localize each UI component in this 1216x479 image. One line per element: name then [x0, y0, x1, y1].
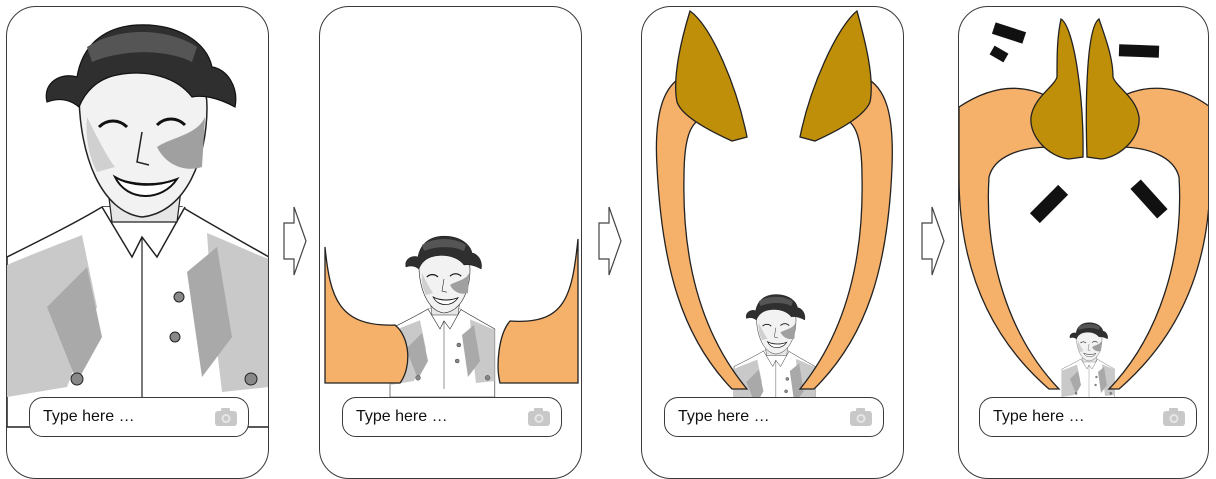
message-input[interactable]: Type here … — [664, 397, 884, 437]
phone-frame-3: Type here … — [641, 6, 904, 479]
message-input[interactable]: Type here … — [979, 397, 1197, 437]
input-placeholder: Type here … — [356, 408, 448, 426]
arrow-right-icon — [921, 205, 945, 277]
input-placeholder: Type here … — [678, 408, 770, 426]
arrow-right-icon — [598, 205, 622, 277]
message-input[interactable]: Type here … — [342, 397, 562, 437]
phone-frame-4: Type here … — [958, 6, 1209, 479]
input-placeholder: Type here … — [993, 408, 1085, 426]
input-placeholder: Type here … — [43, 408, 135, 426]
arrow-right-icon — [283, 205, 307, 277]
camera-icon[interactable] — [849, 407, 873, 427]
camera-icon[interactable] — [527, 407, 551, 427]
camera-icon[interactable] — [1162, 407, 1186, 427]
message-input[interactable]: Type here … — [29, 397, 249, 437]
phone-frame-1: Type here … — [6, 6, 269, 479]
camera-icon[interactable] — [214, 407, 238, 427]
phone-frame-2: Type here … — [319, 6, 582, 479]
